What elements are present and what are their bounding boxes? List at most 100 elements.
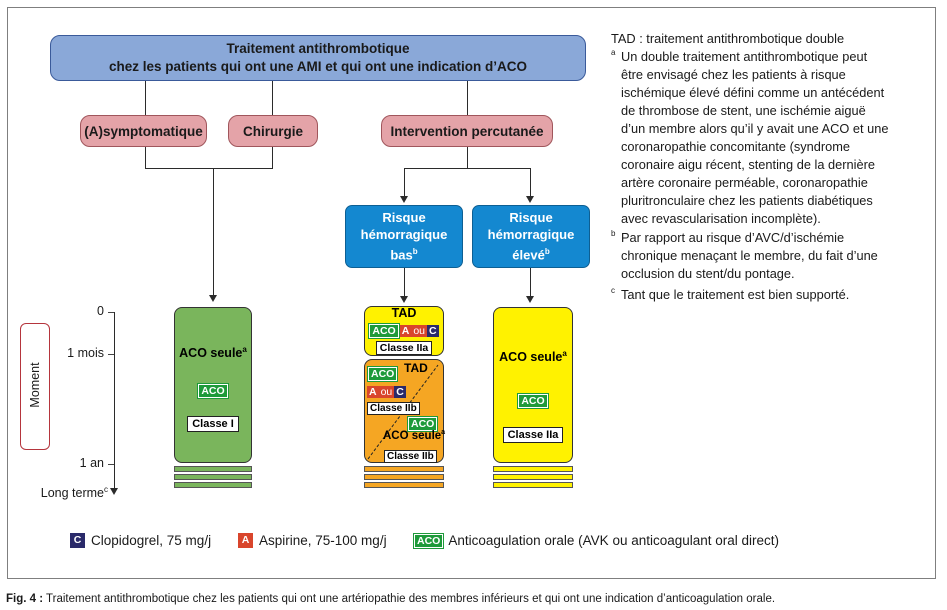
risk-label: hémorragique (360, 227, 448, 243)
connector (467, 81, 468, 115)
legend-text: Clopidogrel, 75 mg/j (91, 533, 212, 548)
arrow-down-icon (526, 296, 534, 303)
col1-strip (174, 482, 252, 488)
tick-label-1mois: 1 mois (67, 346, 104, 360)
figure-frame (7, 7, 936, 579)
legend-text: Aspirine, 75-100 mg/j (259, 533, 387, 548)
legend-aspirine: A Aspirine, 75-100 mg/j (238, 533, 387, 548)
note-line: être envisagé chez les patients à risque (621, 67, 846, 82)
legend-clopidogrel: C Clopidogrel, 75 mg/j (70, 533, 211, 548)
category-label: Chirurgie (242, 123, 303, 139)
arrow-down-icon (526, 196, 534, 203)
note-line: ischémique élevé défini comme un antécéd… (621, 85, 885, 100)
category-chirurgie: Chirurgie (228, 115, 318, 147)
col2-mid-tags: ACO TAD (366, 361, 428, 382)
col3-strip (493, 482, 573, 488)
connector (145, 81, 146, 115)
note-line: coronaire aigu récent, stenting de la de… (621, 157, 875, 172)
risk-label: hémorragique (487, 227, 575, 243)
connector (530, 268, 531, 296)
note-line: Par rapport au risque d’AVC/d’ischémie (621, 230, 845, 245)
arrow-down-icon (110, 488, 118, 495)
col2-mid-classe: Classe IIb (367, 398, 420, 416)
col3-strip (493, 474, 573, 480)
note-line: pluritronculaire chez les patients diabé… (621, 193, 873, 208)
moment-label: Moment (28, 362, 42, 408)
title-line1: Traitement antithrombotique (226, 41, 410, 56)
connector (404, 168, 405, 196)
legend-aco: ACO Anticoagulation orale (AVK ou antico… (412, 532, 780, 549)
arrow-down-icon (209, 295, 217, 302)
risk-label: Risque (509, 210, 553, 226)
col3-title: ACO seulea (499, 349, 567, 365)
col1-classe: Classe I (174, 414, 252, 432)
note-a: a Un double traitement antithrombotique … (611, 48, 888, 228)
col1-strip (174, 474, 252, 480)
title-box: Traitement antithrombotique chez les pat… (50, 35, 586, 81)
note-tad: TAD : traitement antithrombotique double (611, 31, 845, 46)
time-axis (114, 312, 115, 490)
note-line: avec revascularisation incomplète). (621, 211, 821, 226)
connector (213, 168, 214, 295)
axis-tick (108, 464, 114, 465)
col2-strip (364, 474, 444, 480)
col3-aco-tag: ACO (493, 391, 573, 409)
category-label: Intervention percutanée (390, 123, 544, 139)
arrow-down-icon (400, 196, 408, 203)
col2-top-classe: Classe IIa (364, 338, 444, 356)
col2-strip (364, 482, 444, 488)
col2-low-classe: Classe IIb (384, 446, 437, 464)
note-a-sup: a (611, 48, 616, 57)
arrow-down-icon (400, 296, 408, 303)
col2-low-tag: ACO (406, 414, 439, 432)
col1-title: ACO seulea (179, 345, 247, 361)
category-intervention: Intervention percutanée (381, 115, 553, 147)
col1-aco-tag: ACO (174, 381, 252, 399)
connector (272, 147, 273, 168)
risk-low-box: Risque hémorragique basb (345, 205, 463, 268)
connector (272, 81, 273, 115)
tick-label-long-terme: Long termec (40, 485, 108, 501)
category-label: (A)symptomatique (84, 123, 203, 139)
axis-tick (108, 354, 114, 355)
title-line2: chez les patients qui ont une AMI et qui… (108, 59, 527, 74)
legend-text: Anticoagulation orale (AVK ou anticoagul… (448, 533, 780, 548)
note-line: chronique menaçant le membre, du fait d’… (621, 248, 878, 263)
note-b-sup: b (611, 229, 616, 238)
caption-prefix: Fig. 4 : (6, 593, 44, 605)
note-line: d’un membre alors qu’il y avait une ACO … (621, 121, 889, 136)
col2-low-title: ACO seulea (383, 429, 446, 442)
risk-label: basb (390, 247, 418, 263)
note-b: b Par rapport au risque d’AVC/d’ischémie… (611, 229, 878, 283)
note-line: de thrombose de stent, une ischémie aigu… (621, 103, 866, 118)
note-line: Tant que le traitement est bien supporté… (621, 287, 850, 302)
category-asymptomatique: (A)symptomatique (80, 115, 207, 147)
connector (145, 168, 273, 169)
col2-top-title: TAD (391, 306, 417, 320)
aco-icon: ACO (412, 532, 445, 549)
note-c: c Tant que le traitement est bien suppor… (611, 286, 849, 304)
note-line: Un double traitement antithrombotique pe… (621, 49, 868, 64)
connector (404, 168, 531, 169)
note-c-sup: c (611, 286, 615, 295)
aspirine-icon: A (238, 533, 253, 548)
tick-label-1an: 1 an (79, 456, 104, 470)
note-line: occlusion du stent/du pontage. (621, 266, 795, 281)
col2-mid-tad: TAD (404, 361, 428, 375)
col3-classe: Classe IIa (493, 425, 573, 443)
col2-diagonal (367, 364, 439, 460)
col3-strip (493, 466, 573, 472)
risk-label: élevéb (512, 247, 550, 263)
caption-text: Traitement antithrombotique chez les pat… (43, 593, 776, 605)
connector (530, 168, 531, 196)
axis-tick (108, 312, 114, 313)
col1-strip (174, 466, 252, 472)
connector (404, 268, 405, 296)
clopidogrel-icon: C (70, 533, 85, 548)
figure-caption: Fig. 4 : Traitement antithrombotique che… (6, 593, 775, 605)
col2-strip (364, 466, 444, 472)
tick-label-0: 0 (97, 304, 104, 318)
connector (467, 147, 468, 168)
